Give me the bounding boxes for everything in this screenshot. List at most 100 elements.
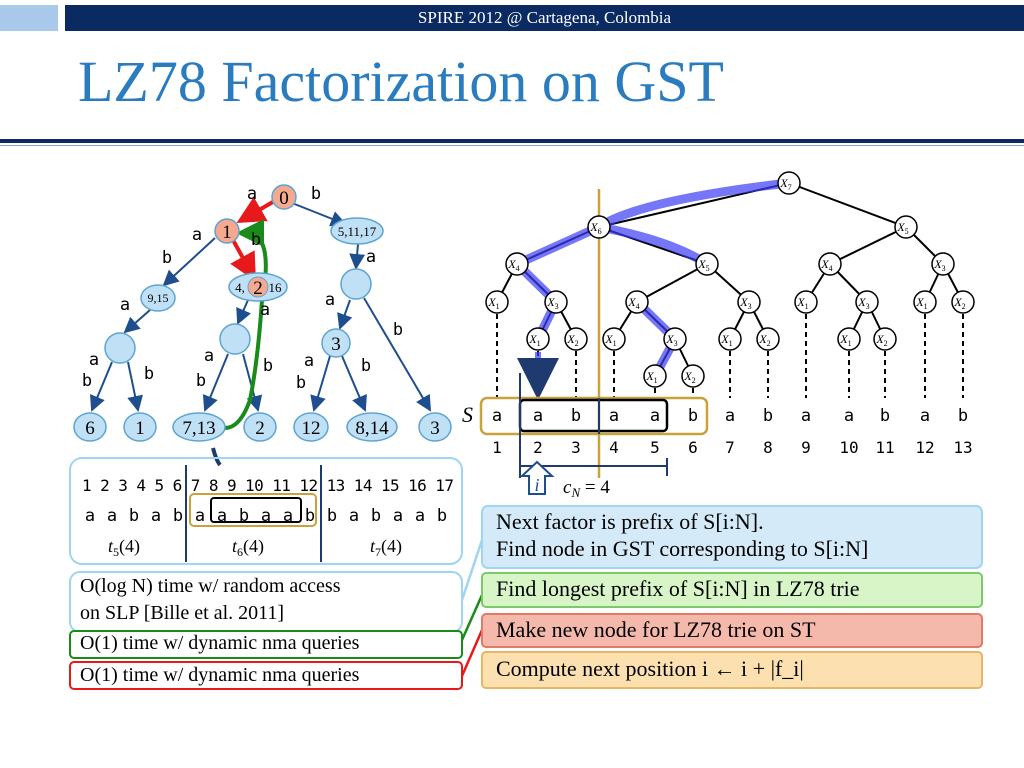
string-char: b bbox=[305, 506, 315, 526]
leaf-label: 2 bbox=[255, 418, 265, 439]
edge-label: b bbox=[82, 371, 92, 391]
slp-node bbox=[756, 327, 780, 351]
s-position: 6 bbox=[688, 438, 698, 457]
slp-node-label: X6 bbox=[589, 220, 601, 236]
slp-node-label: X3 bbox=[739, 295, 751, 311]
red-path-root-to-1 bbox=[236, 196, 280, 224]
slp-node bbox=[643, 364, 667, 388]
string-char: a bbox=[107, 506, 117, 526]
orange-callout-box bbox=[481, 651, 983, 689]
s-position: 9 bbox=[801, 438, 811, 457]
trie-9-15-label: 9,15 bbox=[148, 291, 169, 305]
edge-label: b bbox=[361, 356, 371, 376]
factor-box-inner bbox=[210, 497, 302, 523]
leaf-label: 6 bbox=[85, 418, 95, 439]
slp-node bbox=[544, 290, 568, 314]
edge-label: a bbox=[325, 290, 335, 310]
slp-node-label: X2 bbox=[683, 369, 695, 385]
s-char: b bbox=[688, 406, 698, 426]
trie-root-node bbox=[271, 184, 297, 210]
string-char: a bbox=[393, 506, 403, 526]
string-char: a bbox=[415, 506, 425, 526]
trie-node2-label: 2 bbox=[253, 278, 263, 299]
svg-text:t5(4): t5(4) bbox=[108, 536, 140, 559]
trie-node1-label: 1 bbox=[222, 222, 232, 243]
s-highlight-outer bbox=[479, 396, 709, 436]
s-position: 5 bbox=[650, 438, 660, 457]
slp-node-label: X2 bbox=[566, 332, 578, 348]
leaf-label: 12 bbox=[302, 418, 321, 439]
trie-node-2 bbox=[247, 276, 269, 298]
string-char: a bbox=[261, 506, 271, 526]
slp-node-label: X2 bbox=[953, 295, 965, 311]
slp-node-label: X1 bbox=[528, 332, 540, 348]
s-position: 2 bbox=[533, 438, 543, 457]
edge-label: a bbox=[192, 225, 202, 245]
trie-5-11-17-label: 5,11,17 bbox=[338, 224, 377, 239]
s-char: a bbox=[650, 406, 660, 426]
green-note-text: O(1) time w/ dynamic nma queries bbox=[80, 632, 360, 654]
slp-node bbox=[695, 252, 719, 276]
edge-label: a bbox=[304, 351, 314, 371]
edge-label: a bbox=[89, 350, 99, 370]
trie-root-label: 0 bbox=[279, 188, 289, 209]
slp-blue-paths bbox=[512, 178, 794, 381]
trie-node-blank-right bbox=[340, 268, 372, 300]
slp-node-label: X5 bbox=[896, 220, 908, 236]
trie-node-3 bbox=[321, 328, 351, 358]
edge-label: b bbox=[144, 364, 154, 384]
s-char: b bbox=[958, 406, 968, 426]
string-char: a bbox=[217, 506, 227, 526]
lz78-trie bbox=[90, 202, 432, 412]
edge-label: b bbox=[311, 184, 321, 204]
title-rule bbox=[0, 139, 1024, 143]
trie-leaf-6 bbox=[73, 412, 107, 442]
blue-callout-line2: Find node in GST corresponding to S[i:N] bbox=[496, 536, 869, 561]
trie-node3-label: 3 bbox=[331, 334, 341, 355]
slp-node bbox=[855, 290, 879, 314]
s-position: 10 bbox=[839, 438, 858, 457]
trie-node-9-15 bbox=[140, 284, 176, 312]
factor-box-outer bbox=[189, 493, 317, 527]
s-position: 7 bbox=[725, 438, 735, 457]
string-panel bbox=[69, 457, 463, 565]
slp-node bbox=[526, 327, 550, 351]
trie-nodes bbox=[73, 184, 452, 442]
leaf-label: 3 bbox=[430, 418, 440, 439]
string-char: b bbox=[239, 506, 249, 526]
green-callout-text: Find longest prefix of S[i:N] in LZ78 tr… bbox=[496, 576, 860, 601]
navy-pointer bbox=[211, 447, 222, 467]
i-label: i bbox=[534, 475, 539, 495]
slp-node-label: X2 bbox=[758, 332, 770, 348]
s-char: a bbox=[492, 406, 502, 426]
slp-node bbox=[794, 290, 818, 314]
slp-node bbox=[818, 252, 842, 276]
green-note-box bbox=[69, 630, 463, 659]
edge-label: b bbox=[162, 248, 172, 268]
edge-label: b bbox=[296, 373, 306, 393]
slp-node-label: X1 bbox=[487, 295, 499, 311]
edge-label: b bbox=[196, 371, 206, 391]
s-position: 13 bbox=[953, 438, 972, 457]
trie-leaf-8-14 bbox=[346, 412, 398, 442]
slp-node bbox=[587, 215, 611, 239]
slp-node-label: X7 bbox=[779, 176, 791, 192]
edge-label: a bbox=[204, 346, 214, 366]
slp-node bbox=[777, 171, 801, 195]
slp-node-label: X1 bbox=[915, 295, 927, 311]
s-position: 12 bbox=[915, 438, 934, 457]
slp-node-label: X3 bbox=[546, 295, 558, 311]
slp-node-label: X1 bbox=[604, 332, 616, 348]
green-path bbox=[224, 230, 268, 430]
slp-node-label: X3 bbox=[933, 257, 945, 273]
header-text: SPIRE 2012 @ Cartagena, Colombia bbox=[417, 8, 672, 27]
orange-callout-text: Compute next position i ← i + |f_i| bbox=[496, 656, 804, 681]
edge-label: a bbox=[120, 295, 130, 315]
slp-node-label: X1 bbox=[796, 295, 808, 311]
blue-callout-text: Next factor is prefix of S[i:N]. Find no… bbox=[496, 508, 978, 562]
slp-node bbox=[625, 290, 649, 314]
leaf-label: 8,14 bbox=[355, 418, 389, 439]
